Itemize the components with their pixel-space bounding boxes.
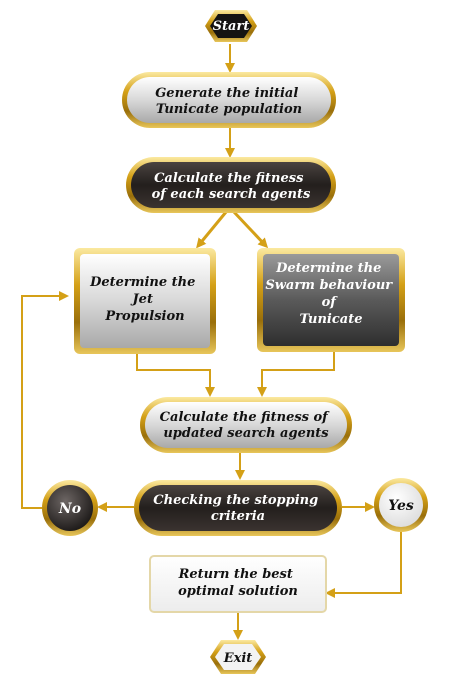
exit-label: Exit: [223, 651, 253, 666]
calculate-fitness-label-line1: Calculate the fitness: [154, 171, 304, 186]
calculate-fitness-node: Calculate the fitness of each search age…: [126, 157, 336, 213]
swarm-behaviour-label-line3: of: [322, 295, 339, 310]
arrow-fitness-to-swarm: [232, 210, 269, 249]
arrow-no-to-jet: [21, 291, 69, 509]
svg-text:Start: Start: [213, 19, 250, 34]
check-stopping-node: Checking the stopping criteria: [134, 480, 342, 536]
svg-text:Determine the Jet: Determine the Jet Propulsion: [89, 275, 200, 324]
return-solution-label-line1: Return the best: [178, 567, 293, 582]
swarm-behaviour-label-line4: Tunicate: [300, 312, 363, 327]
svg-text:Calculate the fitness of: Calculate the fitness of each search age…: [152, 171, 311, 202]
return-solution-label-line2: optimal solution: [178, 584, 298, 599]
arrow-yes-to-return: [325, 528, 402, 598]
check-stopping-label-line1: Checking the stopping: [153, 493, 318, 508]
generate-population-label-line1: Generate the initial: [155, 86, 298, 101]
no-node: No: [42, 480, 98, 536]
swarm-behaviour-node: Determine the Swarm behaviour of Tunicat…: [257, 248, 405, 352]
svg-text:Calculate the fitness of: Calculate the fitness of updated search …: [160, 410, 333, 441]
generate-population-label-line2: Tunicate population: [156, 102, 302, 117]
svg-text:Exit: Exit: [223, 651, 253, 666]
start-label: Start: [213, 19, 250, 34]
svg-text:Checking the stopping cr: Checking the stopping criteria: [153, 493, 322, 524]
calculate-fitness-label-line2: of each search agents: [152, 187, 311, 202]
svg-text:Yes: Yes: [388, 498, 414, 514]
connectors: [21, 44, 402, 640]
calculate-updated-label-line1: Calculate the fitness of: [160, 410, 331, 425]
svg-text:Generate the initial Tun: Generate the initial Tunicate population: [155, 86, 303, 117]
svg-text:No: No: [58, 501, 81, 517]
jet-propulsion-label-line3: Propulsion: [104, 309, 184, 324]
arrow-jet-to-merge: [136, 352, 215, 397]
arrow-fitness-to-jet: [196, 211, 228, 249]
calculate-updated-node: Calculate the fitness of updated search …: [140, 397, 352, 453]
jet-propulsion-label-line1: Determine the: [89, 275, 195, 290]
jet-propulsion-node: Determine the Jet Propulsion: [74, 248, 216, 354]
yes-label: Yes: [388, 498, 414, 514]
calculate-updated-label-line2: updated search agents: [163, 426, 329, 441]
return-solution-node: Return the best optimal solution: [149, 555, 327, 613]
check-stopping-label-line2: criteria: [211, 509, 265, 524]
svg-text:Return the best optimal: Return the best optimal solution: [178, 567, 298, 599]
yes-node: Yes: [374, 478, 428, 532]
generate-population-node: Generate the initial Tunicate population: [122, 72, 336, 128]
svg-text:Determine the Swarm beha: Determine the Swarm behaviour of Tunicat…: [265, 261, 396, 327]
start-node: Start: [205, 10, 257, 42]
jet-propulsion-label-line2: Jet: [130, 292, 153, 307]
swarm-behaviour-label-line1: Determine the: [275, 261, 381, 276]
swarm-behaviour-label-line2: Swarm behaviour: [265, 278, 393, 293]
exit-node: Exit: [210, 640, 266, 674]
no-label: No: [58, 501, 81, 517]
arrow-swarm-to-merge: [257, 350, 335, 397]
